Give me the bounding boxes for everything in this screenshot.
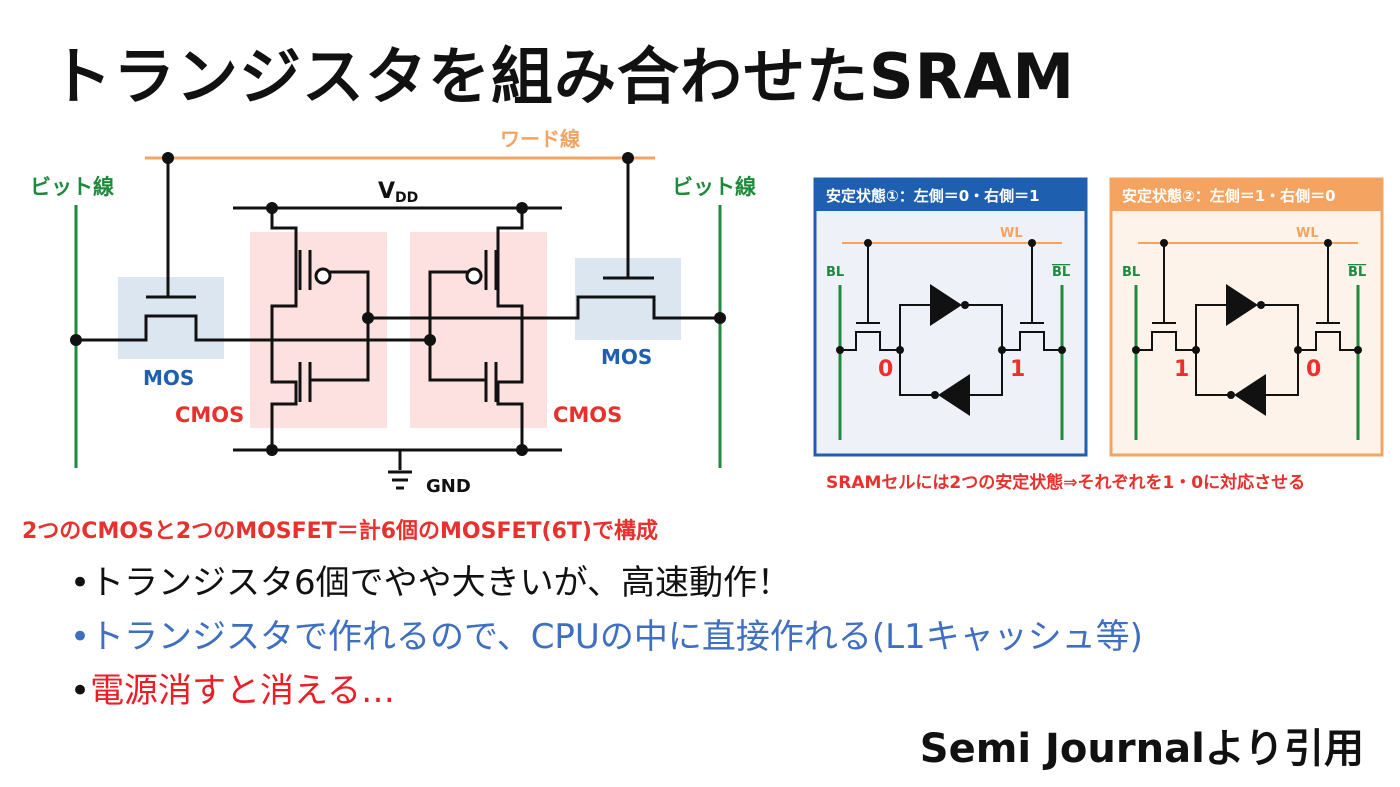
pmos-bubble-left [314,267,332,285]
pmos-bubble-right [465,267,483,285]
state-2-right-value: 0 [1306,357,1321,382]
word-line-label: ワード線 [500,127,580,151]
page-title: トランジスタを組み合わせたSRAM [50,40,1076,113]
state-2-left-value: 1 [1174,357,1189,382]
svg-text:BL: BL [1348,265,1366,280]
stable-state-note: SRAMセルには2つの安定状態⇒それぞれを1・0に対応させる [826,473,1306,493]
svg-text:WL: WL [1296,226,1319,241]
svg-text:WL: WL [1000,226,1023,241]
mos-right-label: MOS [601,345,652,369]
stable-state-panel-2: 安定状態②：左側＝1・右側＝0 WL BL BL 1 0 [1109,177,1384,457]
svg-text:BL: BL [1052,265,1070,280]
bullet-3: •電源消すと消える… [70,664,1143,718]
gnd-label: GND [426,476,471,497]
circuit-wires [76,158,720,490]
bullet-3-marker: • [70,671,91,711]
state-1-right-value: 1 [1010,357,1025,382]
svg-text:BL: BL [826,265,844,280]
bit-line-right-label: ビット線 [672,175,756,199]
state-1-left-value: 0 [878,357,893,382]
bullet-list: •トランジスタ6個でやや大きいが、高速動作！ •トランジスタで作れるので、CPU… [70,556,1143,718]
cmos-right-label: CMOS [553,403,622,427]
bullet-2: •トランジスタで作れるので、CPUの中に直接作れる(L1キャッシュ等) [70,617,1143,657]
bit-line-left-label: ビット線 [30,175,114,199]
stable-state-panel-1: 安定状態①：左側＝0・右側＝1 WL BL BL 0 1 [813,177,1088,457]
mos-left-highlight [118,277,224,359]
circuit-summary: 2つのCMOSと2つのMOSFET＝計6個のMOSFET(6T)で構成 [22,519,658,544]
vdd-label: VDD [378,179,418,206]
state-1-header: 安定状態①：左側＝0・右側＝1 [826,187,1040,205]
cmos-left-label: CMOS [175,403,244,427]
bullet-3-text: 電源消すと消える… [90,671,396,711]
source-credit: Semi Journalより引用 [919,726,1364,772]
bullet-1: •トランジスタ6個でやや大きいが、高速動作！ [70,563,792,603]
state-2-header: 安定状態②：左側＝1・右側＝0 [1122,187,1336,205]
cmos-right-highlight [410,232,547,428]
svg-text:BL: BL [1122,265,1140,280]
mos-left-label: MOS [143,366,194,390]
junction-dots [70,152,726,456]
